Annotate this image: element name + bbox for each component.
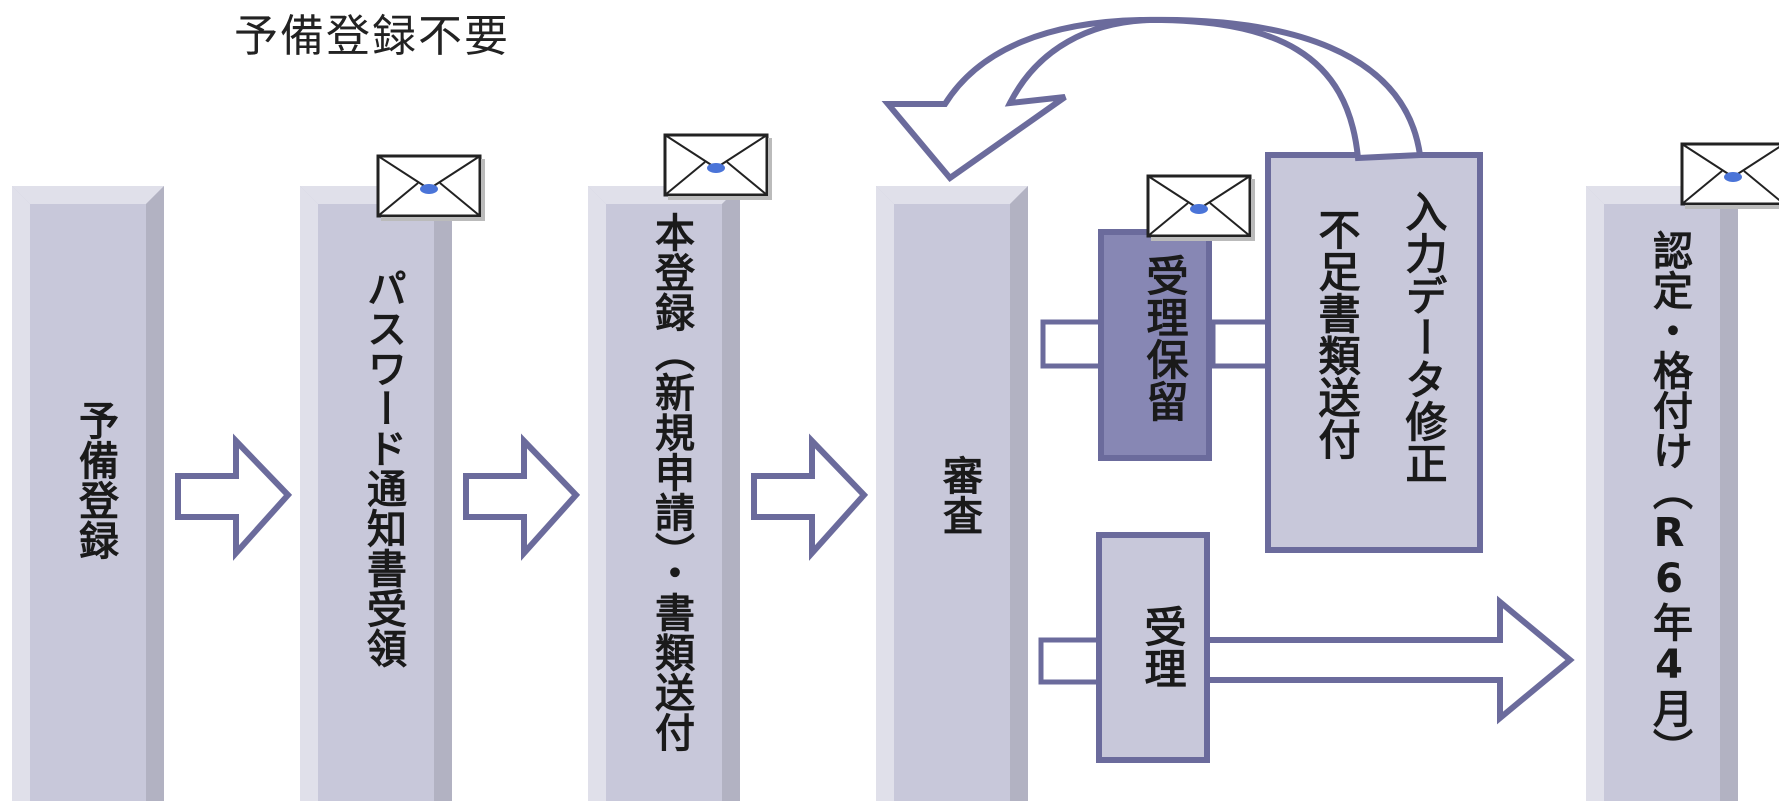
step-certification-box <box>1586 186 1738 801</box>
arrow-right-icon <box>1202 595 1575 725</box>
step-fix-data-label: 入力データ修正 <box>1399 190 1448 484</box>
step-password-notice-label: パスワード通知書受領 <box>360 268 406 668</box>
step-main-registration-box <box>588 186 740 801</box>
return-arrow-icon <box>881 16 1424 183</box>
step-pending-box <box>1098 229 1212 461</box>
arrow-right-icon <box>175 433 293 561</box>
no-pre-registration-caption: 予備登録不要 <box>234 11 510 62</box>
step-main-registration-label: 本登録（新規申請）・書類送付 <box>648 212 694 752</box>
step-missing-docs-label: 不足書類送付 <box>1312 208 1361 460</box>
envelope-icon <box>1146 174 1257 243</box>
step-accepted-box <box>1096 532 1210 763</box>
step-certification-label: 認定・格付け（R6年4月） <box>1646 230 1692 768</box>
arrow-right-icon <box>751 433 869 561</box>
envelope-icon <box>663 133 774 202</box>
step-pre-registration-label: 予備登録 <box>72 400 118 560</box>
step-review-label: 審査 <box>936 455 982 535</box>
step-review-box <box>876 186 1028 801</box>
step-pending-label: 受理保留 <box>1140 254 1189 422</box>
step-accepted-label: 受理 <box>1138 605 1187 689</box>
connector-pending <box>1040 319 1106 369</box>
connector-accepted <box>1038 637 1104 685</box>
arrow-right-icon <box>463 433 581 561</box>
envelope-icon <box>376 154 487 223</box>
envelope-icon <box>1680 142 1779 211</box>
step-fix-box <box>1265 152 1483 553</box>
connector-pending-fix <box>1210 319 1271 369</box>
step-pre-registration-box <box>12 186 164 801</box>
